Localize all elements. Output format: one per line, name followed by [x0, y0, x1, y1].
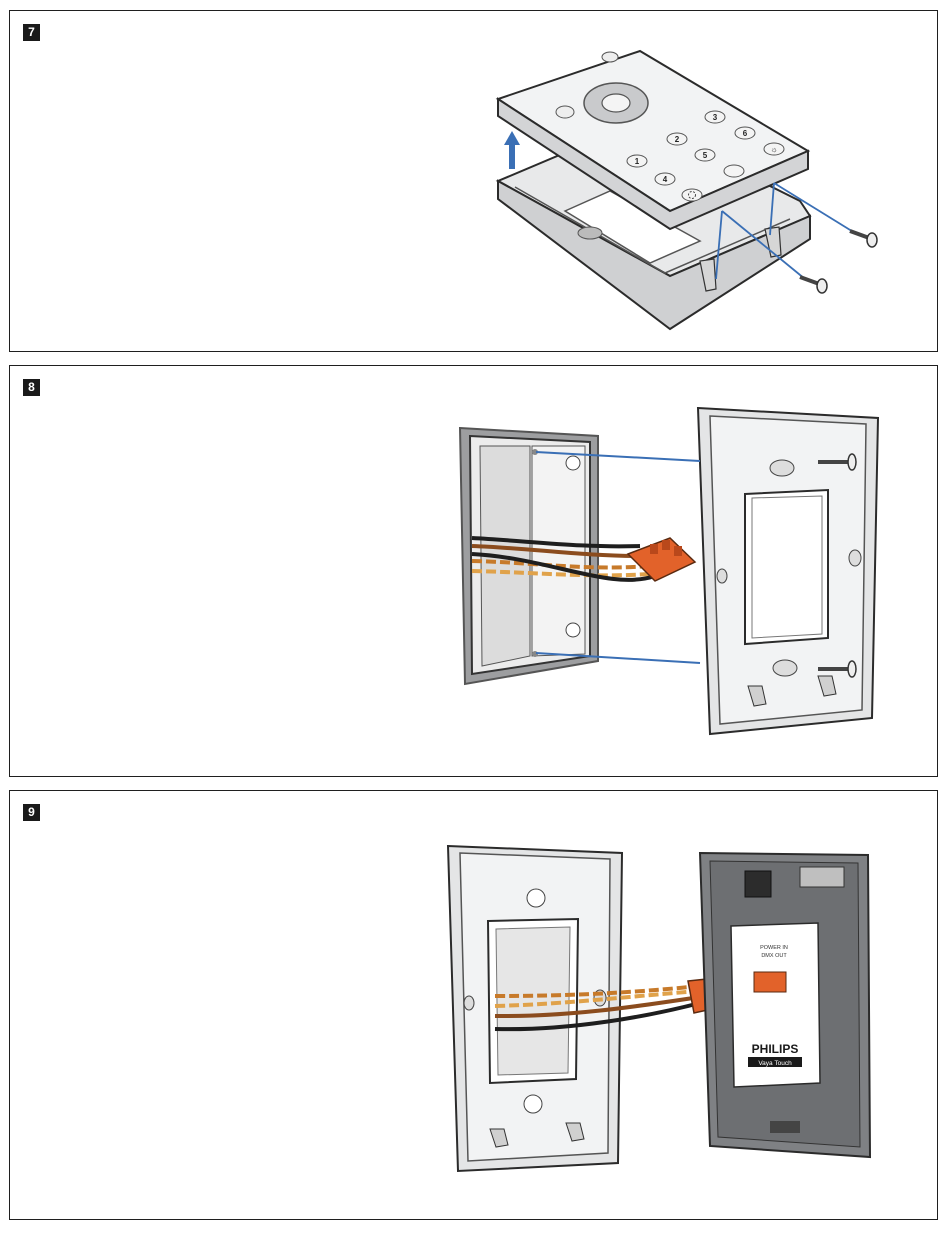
step-7-panel: 7 3 2 6 1 5 4 ☼ [9, 10, 938, 352]
key-6: 6 [743, 129, 748, 138]
dmx-out-label: DMX OUT [761, 953, 787, 959]
screw-icon [850, 231, 877, 247]
product-name: Vaya Touch [758, 1060, 792, 1067]
control-module-back [700, 853, 870, 1157]
key-2: 2 [675, 135, 680, 144]
brand-logo: PHILIPS [752, 1042, 799, 1056]
screw-icon [800, 277, 827, 293]
key-3: 3 [713, 113, 718, 122]
backbox-mounting-illustration [10, 366, 939, 778]
key-1: 1 [635, 157, 640, 166]
step-8-panel: 8 [9, 365, 938, 777]
key-4: 4 [663, 175, 668, 184]
power-in-label: POWER IN [760, 945, 788, 951]
sun-icon: ☼ [770, 145, 777, 154]
step-9-panel: 9 [9, 790, 938, 1220]
key-5: 5 [703, 151, 708, 160]
connector-plugging-illustration: POWER IN DMX OUT PHILIPS Vaya Touch [10, 791, 939, 1221]
lift-arrow-icon [504, 131, 520, 169]
mounted-plate [448, 846, 622, 1171]
remote-exploded-illustration: 3 2 6 1 5 4 ☼ [10, 11, 939, 353]
